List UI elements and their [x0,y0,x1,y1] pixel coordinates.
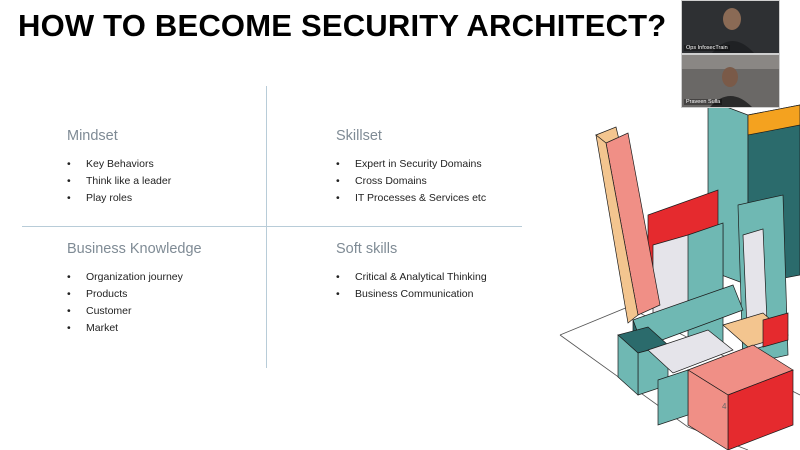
quadrant-heading: Skillset [336,128,382,144]
vertical-divider [266,86,267,368]
list-item: • Products [67,286,202,303]
list-item: • Critical & Analytical Thinking [336,269,487,286]
list-item: • Play roles [67,190,171,207]
bullet-icon: • [67,305,71,317]
quadrant-heading: Business Knowledge [67,241,202,257]
block [617,334,639,396]
quadrant-heading: Soft skills [336,241,398,257]
list-item: • IT Processes & Services etc [336,190,486,207]
bullet-list: • Key Behaviors • Think like a leader • Pla… [67,156,171,207]
bullet-icon: • [336,158,340,170]
bullet-list: • Expert in Security Domains • Cross Domai… [336,156,486,207]
bullet-icon: • [67,158,71,170]
participant-name: Praveen Sulla [684,99,723,105]
isometric-blocks-illustration [559,99,800,450]
list-item-text: Expert in Security Domains [355,158,482,170]
participant-avatar-icon [682,55,779,107]
list-item-text: Products [86,288,128,300]
block [747,104,800,136]
bullet-icon: • [67,322,71,334]
bullet-list: • Organization journey • Products • Custome… [67,269,202,337]
bullet-icon: • [336,271,340,283]
block [595,134,639,324]
horizontal-divider [22,226,522,227]
list-item: • Cross Domains [336,173,486,190]
list-item-text: Customer [86,305,132,317]
list-item: • Customer [67,303,202,320]
slide-title: HOW TO BECOME SECURITY ARCHITECT? [18,8,667,43]
quadrant-business-knowledge: Business Knowledge • Organization journey… [67,241,202,337]
block [762,312,789,348]
participant-name: Ops InfosecTrain [684,45,730,51]
participant-video-tile[interactable]: Ops InfosecTrain [681,0,780,54]
list-item: • Think like a leader [67,173,171,190]
list-item: • Business Communication [336,286,487,303]
list-item-text: Cross Domains [355,175,427,187]
list-item-text: Think like a leader [86,175,172,187]
list-item-text: Organization journey [86,271,183,283]
participant-avatar-icon [682,1,779,53]
list-item-text: Market [86,322,119,334]
list-item: • Expert in Security Domains [336,156,486,173]
bullet-icon: • [67,288,71,300]
bullet-icon: • [67,192,71,204]
list-item-text: Business Communication [355,288,474,300]
quadrant-skillset: Skillset • Expert in Security Domains • Cr… [336,128,486,207]
list-item: • Key Behaviors [67,156,171,173]
list-item-text: IT Processes & Services etc [355,192,487,204]
bullet-list: • Critical & Analytical Thinking • Busines… [336,269,487,303]
bullet-icon: • [336,192,340,204]
list-item-text: Play roles [86,192,133,204]
quadrant-mindset: Mindset • Key Behaviors • Think like a lea… [67,128,171,207]
list-item: • Organization journey [67,269,202,286]
list-item: • Market [67,320,202,337]
bullet-icon: • [336,288,340,300]
list-item-text: Key Behaviors [86,158,154,170]
quadrant-heading: Mindset [67,128,118,144]
bullet-icon: • [67,271,71,283]
participant-video-tile[interactable]: Praveen Sulla [681,54,780,108]
list-item-text: Critical & Analytical Thinking [355,271,487,283]
bullet-icon: • [67,175,71,187]
quadrant-soft-skills: Soft skills • Critical & Analytical Think… [336,241,487,303]
bullet-icon: • [336,175,340,187]
block [657,369,689,426]
block [647,329,734,374]
page-number: 4 [722,402,727,411]
